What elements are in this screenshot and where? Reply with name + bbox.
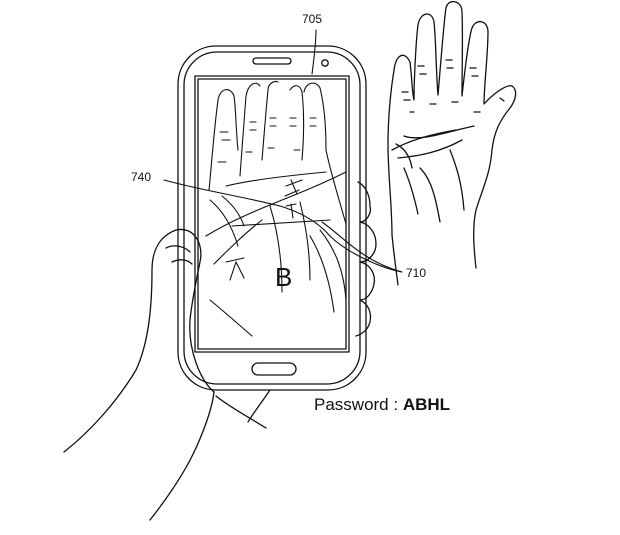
password-label: Password : <box>314 395 403 414</box>
letter-i-stroke <box>285 203 297 219</box>
phone-outer-body <box>177 45 367 391</box>
holding-hand-drawing <box>63 181 377 521</box>
free-hand-wrist-left <box>391 234 399 286</box>
label-740: 740 <box>131 170 152 184</box>
leader-705 <box>311 29 317 75</box>
letter-h-stroke <box>284 179 303 197</box>
free-hand-drawing <box>387 1 517 286</box>
front-camera <box>321 59 329 67</box>
leader-lines <box>163 29 403 273</box>
smartphone-drawing <box>177 45 367 391</box>
label-705: 705 <box>302 12 323 26</box>
speaker-slot <box>252 57 292 65</box>
letter-a-stroke <box>225 257 245 281</box>
home-button <box>251 362 297 376</box>
palm-on-screen <box>205 80 347 337</box>
free-hand-outline <box>387 1 517 269</box>
phone-inner-bezel <box>183 51 361 385</box>
phone-screen <box>194 75 350 353</box>
palm-letter-b: B <box>275 262 293 292</box>
password-line: Password : ABHL <box>314 395 450 415</box>
password-value: ABHL <box>402 395 451 414</box>
leader-710 <box>321 221 403 273</box>
leader-740 <box>163 179 403 273</box>
label-710: 710 <box>406 266 427 280</box>
thumb-outline <box>63 228 215 453</box>
